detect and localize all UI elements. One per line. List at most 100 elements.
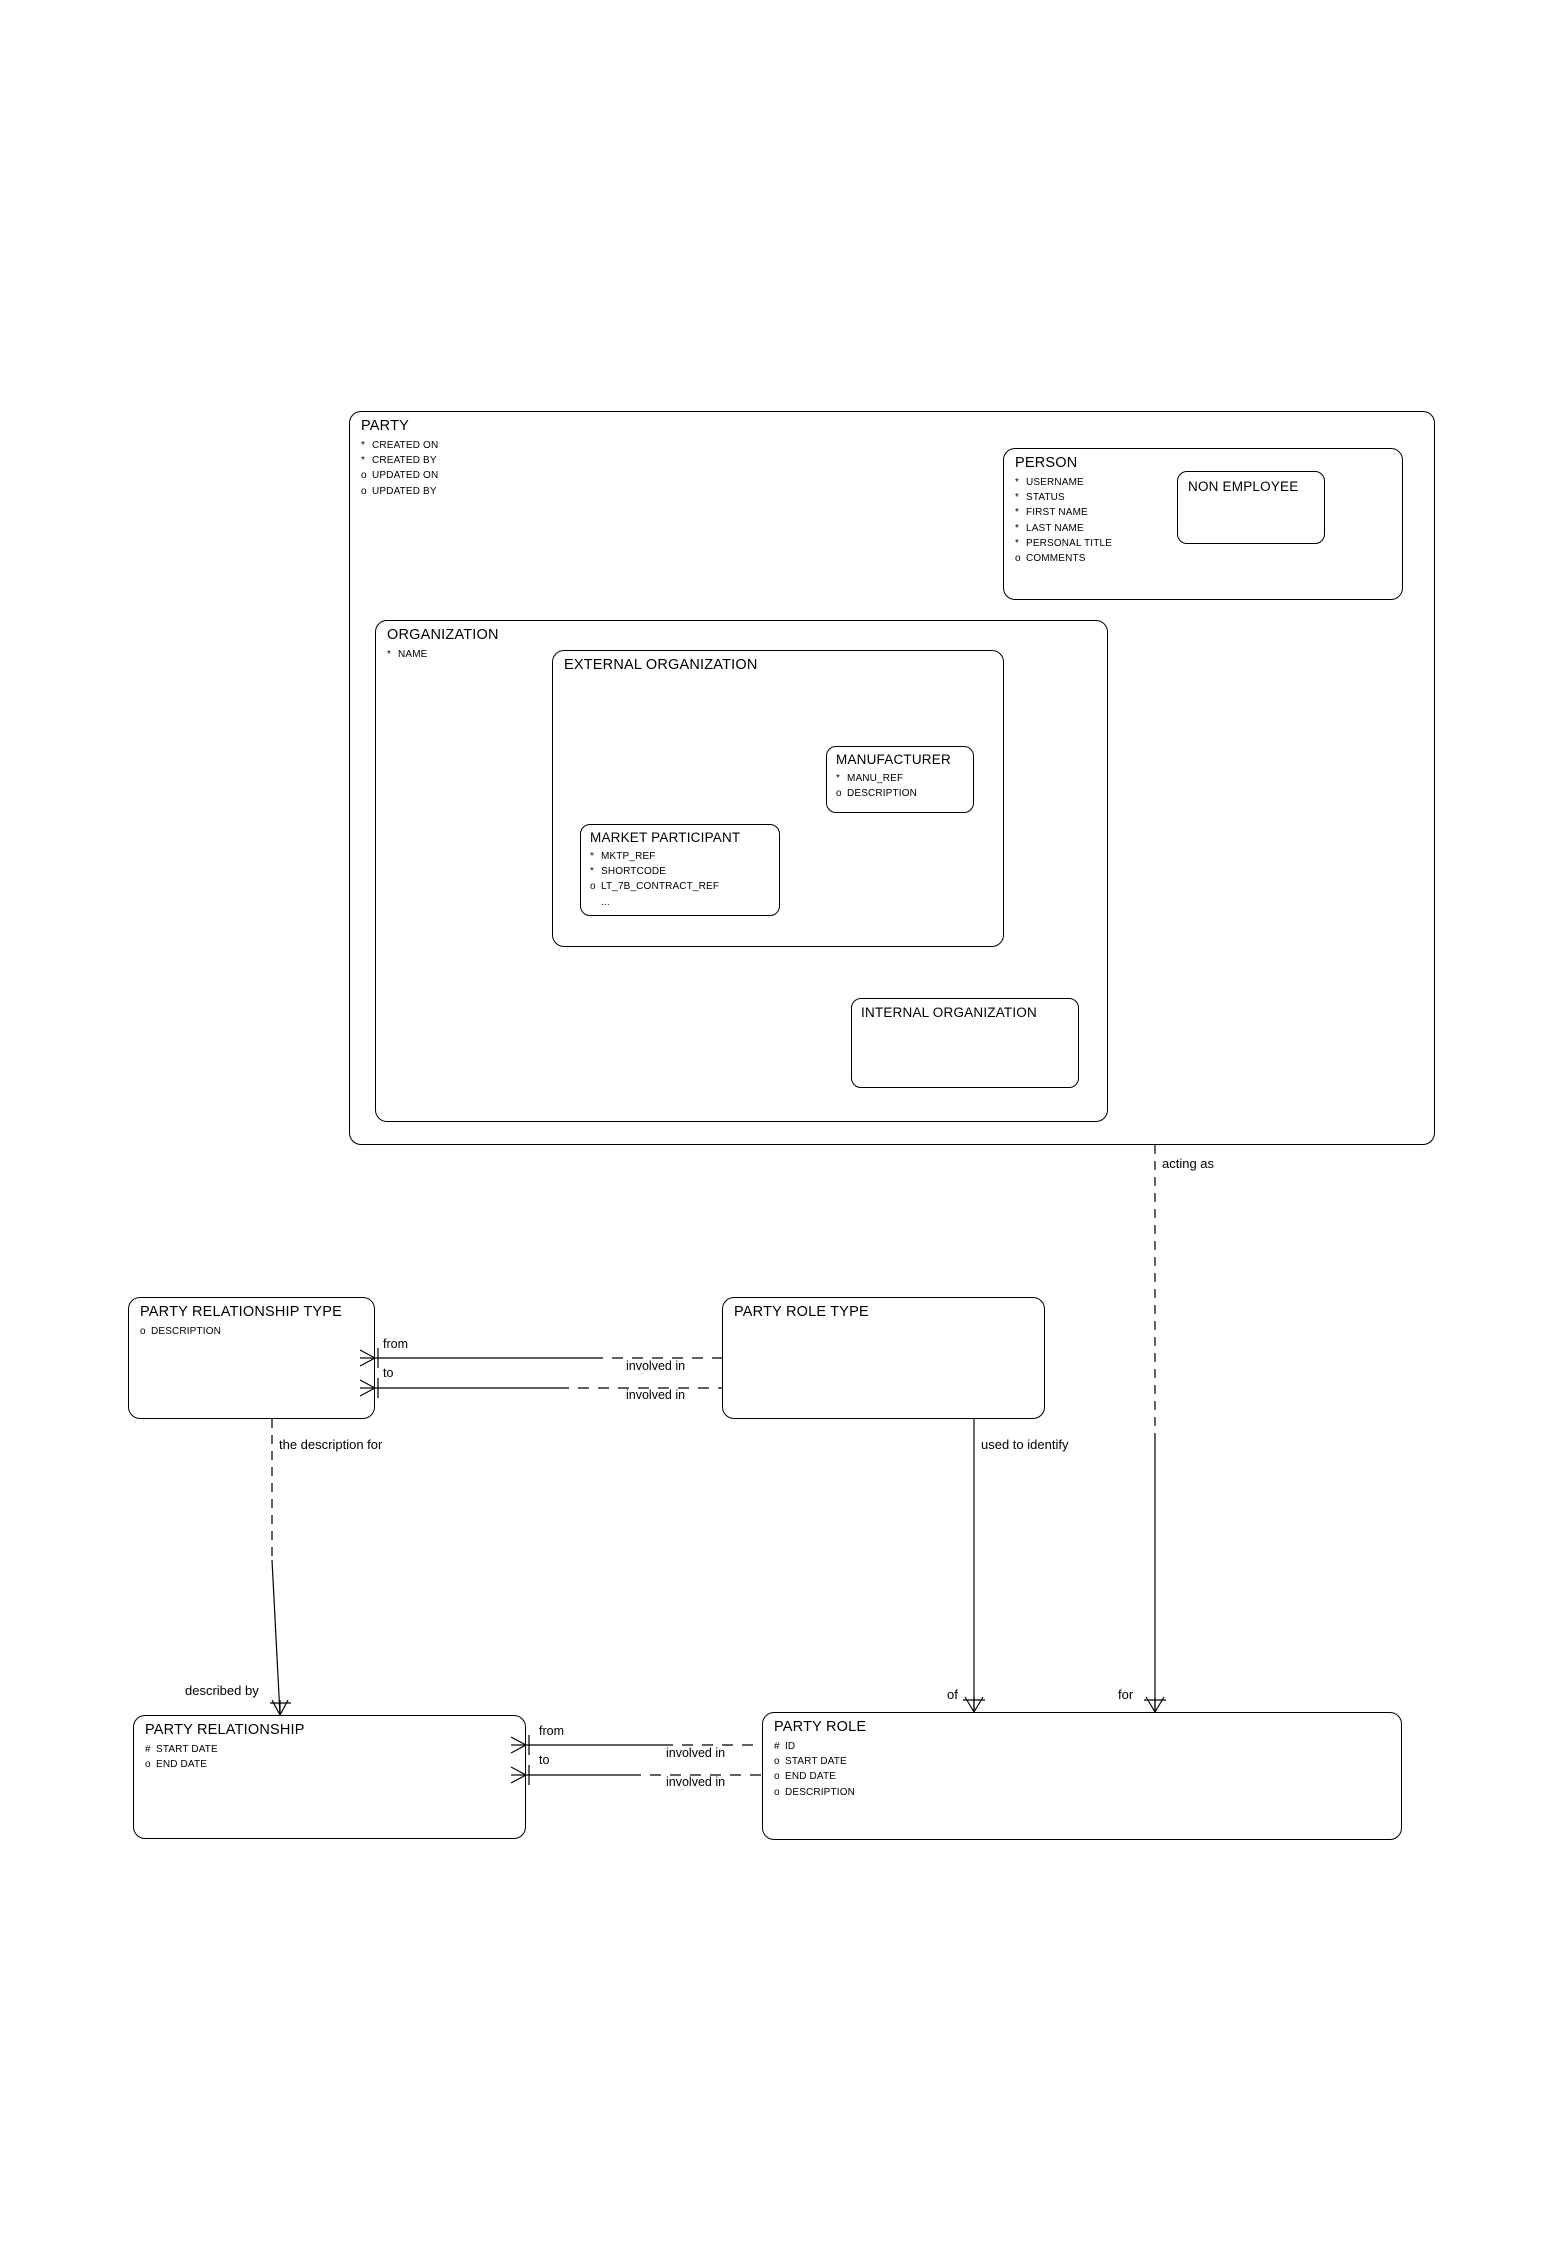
- entity-party-role-title: PARTY ROLE: [774, 1719, 867, 1735]
- attribute-label: UPDATED BY: [372, 485, 437, 497]
- crowfoot-for: [1144, 1696, 1166, 1713]
- attribute-label: FIRST NAME: [1026, 507, 1088, 519]
- rel-label-prt-involved-in-2: involved in: [626, 1388, 686, 1402]
- attribute-mark: *: [1015, 507, 1020, 519]
- attribute-mark: o: [361, 470, 367, 482]
- entity-external-organization[interactable]: EXTERNAL ORGANIZATION: [552, 650, 1004, 947]
- rel-label-pr-involved-in-1: involved in: [666, 1746, 726, 1760]
- entity-non-employee-title: NON EMPLOYEE: [1188, 479, 1299, 494]
- attribute-row: o DESCRIPTION: [836, 786, 917, 801]
- attribute-mark: *: [1015, 492, 1020, 504]
- entity-internal-organization[interactable]: INTERNAL ORGANIZATION: [851, 998, 1079, 1088]
- attribute-label: PERSONAL TITLE: [1026, 537, 1113, 549]
- attribute-row: o DESCRIPTION: [774, 1785, 855, 1800]
- attribute-row: * FIRST NAME: [1015, 505, 1112, 520]
- attribute-row: o END DATE: [145, 1757, 218, 1772]
- entity-manufacturer[interactable]: MANUFACTURER * MANU_REF o DESCRIPTION: [826, 746, 974, 813]
- entity-person[interactable]: PERSON * USERNAME * STATUS * FIRST NAME * LA…: [1003, 448, 1403, 600]
- entity-party-relationship[interactable]: PARTY RELATIONSHIP # START DATE o END DATE: [133, 1715, 526, 1839]
- attribute-mark: *: [361, 455, 366, 467]
- attribute-mark: #: [145, 1744, 151, 1755]
- attribute-mark: o: [836, 788, 842, 800]
- attribute-row: * CREATED ON: [361, 438, 438, 453]
- entity-manufacturer-title: MANUFACTURER: [836, 752, 951, 767]
- rel-label-prt-to: to: [383, 1366, 394, 1380]
- entity-party-title: PARTY: [361, 418, 410, 434]
- crowfoot-described-by: [270, 1699, 291, 1716]
- attribute-label: LAST NAME: [1026, 522, 1084, 534]
- entity-party-relationship-type-title: PARTY RELATIONSHIP TYPE: [140, 1304, 343, 1320]
- crowfoot-of: [963, 1696, 985, 1713]
- rel-label-the-description-for: the description for: [279, 1437, 383, 1452]
- attribute-label: SHORTCODE: [601, 866, 667, 878]
- attribute-row: * STATUS: [1015, 490, 1112, 505]
- attribute-mark: *: [361, 440, 366, 451]
- rel-label-of: of: [947, 1687, 958, 1702]
- entity-organization-title: ORGANIZATION: [387, 627, 499, 643]
- attribute-mark: o: [1015, 553, 1021, 565]
- attribute-label: ...: [601, 896, 610, 908]
- attribute-row: # ID: [774, 1739, 855, 1754]
- attribute-label: DESCRIPTION: [785, 1786, 855, 1798]
- attribute-mark: o: [774, 1756, 780, 1768]
- attribute-row: o LT_7B_CONTRACT_REF: [590, 879, 719, 894]
- attribute-label: ID: [785, 1741, 796, 1752]
- attribute-label: LT_7B_CONTRACT_REF: [601, 881, 720, 893]
- rel-label-prt-from: from: [383, 1337, 408, 1351]
- attribute-row: * LAST NAME: [1015, 521, 1112, 536]
- line-described-by-solid: [271, 1559, 281, 1716]
- entity-market-participant[interactable]: MARKET PARTICIPANT *MKTP_REF *SHORTCODE …: [580, 824, 780, 916]
- entity-party-relationship-title: PARTY RELATIONSHIP: [145, 1722, 305, 1738]
- attribute-label: UPDATED ON: [372, 470, 439, 482]
- attribute-label: CREATED BY: [372, 455, 437, 467]
- attribute-row: *NAME: [387, 647, 428, 662]
- entity-person-title: PERSON: [1015, 455, 1078, 471]
- attribute-label: COMMENTS: [1026, 553, 1086, 565]
- rel-label-used-to-identify: used to identify: [981, 1437, 1069, 1452]
- entity-internal-organization-title: INTERNAL ORGANIZATION: [861, 1005, 1037, 1020]
- entity-organization[interactable]: ORGANIZATION *NAME: [375, 620, 1108, 1122]
- attribute-label: USERNAME: [1026, 477, 1084, 488]
- attribute-row: # START DATE: [145, 1742, 218, 1757]
- attribute-label: START DATE: [156, 1744, 218, 1755]
- attribute-label: STATUS: [1026, 492, 1065, 504]
- attribute-mark: *: [836, 773, 841, 784]
- attribute-mark: *: [1015, 522, 1020, 534]
- attribute-row: * PERSONAL TITLE: [1015, 536, 1112, 551]
- attribute-mark: o: [590, 881, 596, 893]
- entity-external-organization-title: EXTERNAL ORGANIZATION: [564, 657, 758, 673]
- entity-market-participant-title: MARKET PARTICIPANT: [590, 830, 741, 845]
- attribute-row: ...: [590, 895, 719, 910]
- attribute-mark: *: [590, 851, 595, 862]
- attribute-mark: #: [774, 1741, 780, 1752]
- entity-party[interactable]: PARTY * CREATED ON * CREATED BY o UPDATED O…: [349, 411, 1435, 1145]
- attribute-label: CREATED ON: [372, 440, 439, 451]
- attribute-mark: o: [774, 1786, 780, 1798]
- attribute-mark: *: [387, 649, 392, 660]
- entity-non-employee[interactable]: NON EMPLOYEE: [1177, 471, 1325, 544]
- attribute-mark: o: [145, 1759, 151, 1771]
- attribute-label: END DATE: [156, 1759, 208, 1771]
- attribute-label: MANU_REF: [847, 773, 904, 784]
- entity-party-relationship-attributes: # START DATE o END DATE: [145, 1742, 218, 1772]
- entity-organization-attributes: *NAME: [387, 647, 428, 662]
- attribute-mark: *: [1015, 537, 1020, 549]
- attribute-label: DESCRIPTION: [847, 788, 917, 800]
- attribute-label: DESCRIPTION: [151, 1326, 221, 1337]
- entity-party-role-type[interactable]: PARTY ROLE TYPE: [722, 1297, 1045, 1419]
- entity-person-attributes: * USERNAME * STATUS * FIRST NAME * LAST NAME…: [1015, 475, 1112, 566]
- attribute-row: *MKTP_REF: [590, 849, 719, 864]
- attribute-row: *SHORTCODE: [590, 864, 719, 879]
- rel-label-pr-to: to: [539, 1753, 550, 1767]
- entity-manufacturer-attributes: * MANU_REF o DESCRIPTION: [836, 771, 917, 801]
- rel-label-prt-involved-in-1: involved in: [626, 1359, 686, 1373]
